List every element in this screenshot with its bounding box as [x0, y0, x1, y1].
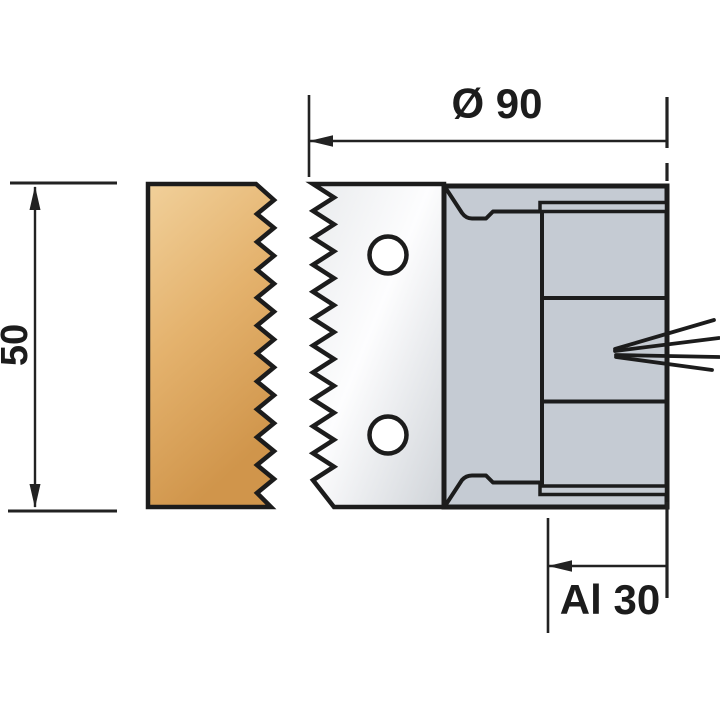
bore-arrowhead — [548, 560, 572, 572]
cutter-body — [441, 183, 720, 510]
knife-mounting-hole-top — [367, 234, 409, 276]
knife-edge-marks — [613, 318, 720, 372]
chip-gullet-top-outline — [443, 185, 541, 221]
knife-edge-mark-lower-1 — [614, 353, 720, 359]
bore-label: Al 30 — [560, 576, 660, 623]
wood-workpiece-profile — [145, 181, 278, 510]
height-arrowhead-top — [29, 186, 41, 210]
knife-edge-mark-lower-2 — [614, 355, 714, 372]
height-arrowhead-bottom — [29, 484, 41, 508]
height-dimension: 50 — [0, 181, 117, 513]
knife-mounting-hole-bottom — [367, 414, 409, 456]
clamping-ring-top — [538, 200, 669, 214]
diameter-label: Ø 90 — [451, 80, 542, 127]
knife-edge-mark-upper-1 — [613, 318, 716, 351]
bore-dimension: Al 30 — [546, 502, 669, 633]
diameter-arrowhead — [309, 135, 333, 147]
cutter-body-outline — [441, 183, 670, 510]
height-label: 50 — [0, 324, 36, 366]
hub-bore-lines — [540, 211, 665, 486]
clamping-ring-bottom — [538, 484, 669, 497]
knife-edge-mark-upper-2 — [613, 336, 720, 353]
chip-gullet-bottom-outline — [443, 473, 541, 508]
diameter-dimension: Ø 90 — [307, 80, 669, 181]
serrated-profile-knife — [305, 181, 447, 510]
